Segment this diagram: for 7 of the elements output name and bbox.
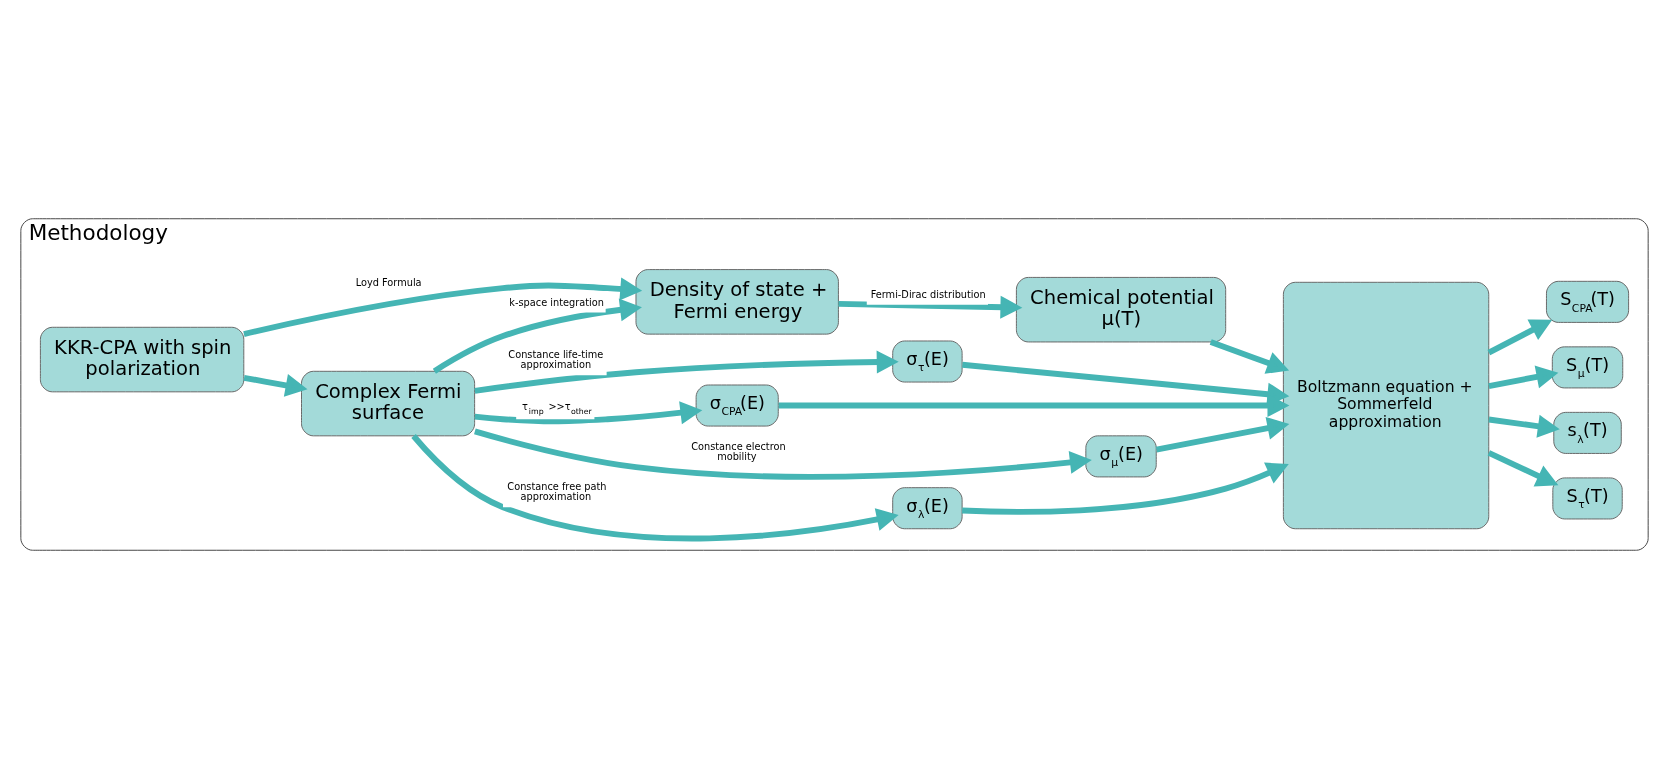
edge-label: k-space integration <box>509 296 604 308</box>
edge-label: Constance life-time approximation <box>508 348 604 370</box>
edge-label: Loyd Formula <box>355 276 422 288</box>
edge-label: τ$_{imp}$ >>τ$_{other}$ <box>522 400 592 416</box>
edge-label: Constance electron mobility <box>691 440 786 462</box>
edge-label: Fermi-Dirac distribution <box>870 288 986 300</box>
edge-label: Constance free path approximation <box>507 480 607 502</box>
